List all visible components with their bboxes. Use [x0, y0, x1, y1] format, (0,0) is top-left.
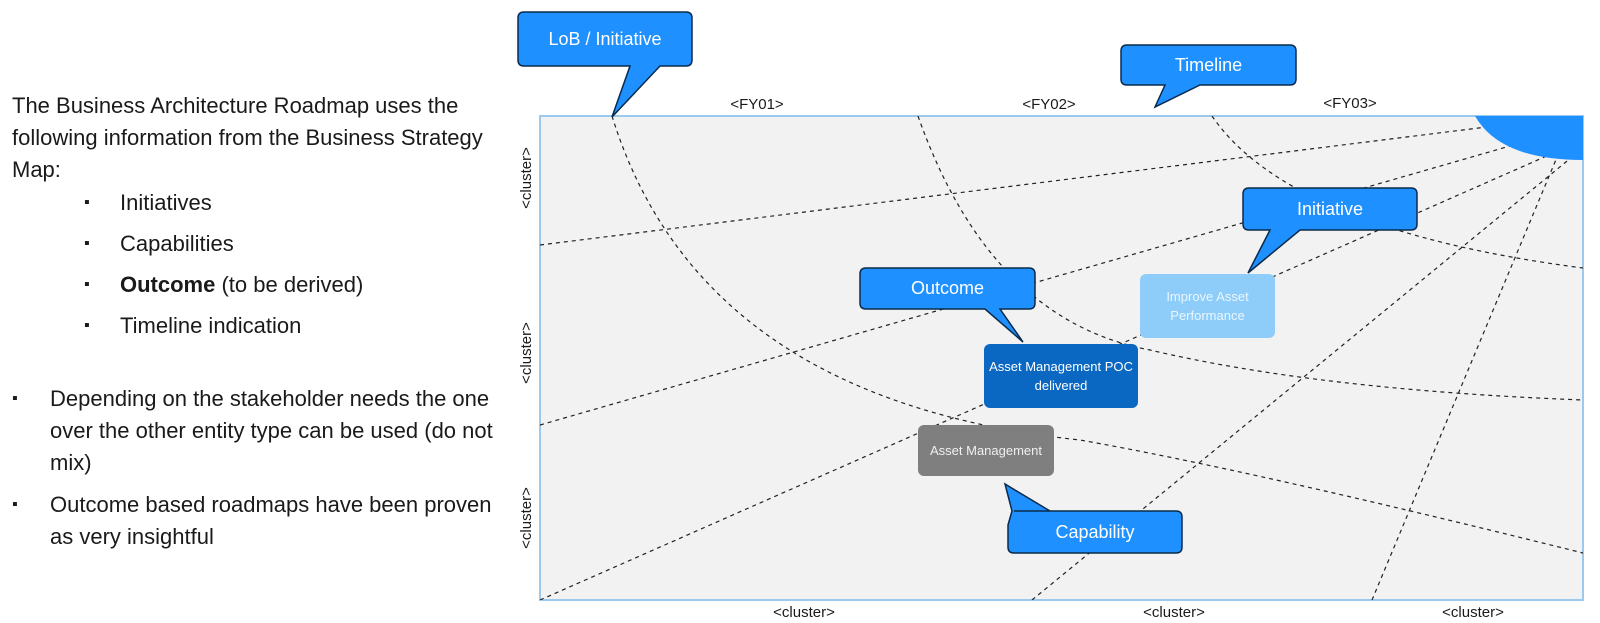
outcome-box[interactable]: Asset Management POC delivered — [984, 344, 1138, 408]
list-item-timeline: ▪ Timeline indication — [12, 313, 512, 339]
capability-callout-shape — [1003, 482, 1183, 554]
cluster-label-left: <cluster> — [518, 322, 535, 384]
initiative-callout-shape — [1242, 187, 1418, 274]
description-panel: The Business Architecture Roadmap uses t… — [12, 90, 512, 563]
bullet-icon: ▪ — [12, 496, 18, 513]
cluster-label-left: <cluster> — [518, 487, 535, 549]
fy-label: <FY02> — [1022, 96, 1076, 113]
timeline-arc-fy01 — [611, 116, 1583, 554]
cluster-ray-2 — [540, 124, 1583, 426]
timeline-callout: Timeline — [1174, 54, 1243, 75]
capability-callout: Capability — [1055, 521, 1135, 542]
fy-label: <FY03> — [1323, 95, 1377, 112]
note-item-outcome-roadmaps: ▪ Outcome based roadmaps have been proven… — [12, 489, 512, 553]
cluster-ray-5 — [1371, 149, 1561, 600]
bullet-icon: ▪ — [84, 317, 90, 334]
list-item-initiatives: ▪ Initiatives — [12, 190, 512, 216]
note-item-stakeholder: ▪ Depending on the stakeholder needs the … — [12, 383, 512, 479]
cluster-ray-1 — [540, 116, 1580, 246]
bullet-icon: ▪ — [12, 390, 18, 407]
initiative-callout: Initiative — [1296, 198, 1364, 219]
info-list: ▪ Initiatives ▪ Capabilities ▪ Outcome (to … — [12, 190, 512, 339]
list-item-text: Initiatives — [120, 190, 212, 215]
outcome-callout-shape — [859, 267, 1036, 343]
bullet-icon: ▪ — [84, 235, 90, 252]
list-item-outcome: ▪ Outcome (to be derived) — [12, 272, 512, 298]
list-item-text: (to be derived) — [215, 272, 364, 297]
notes-list: ▪ Depending on the stakeholder needs the … — [12, 383, 512, 553]
list-item-text: Timeline indication — [120, 313, 302, 338]
note-item-text: Depending on the stakeholder needs the o… — [50, 386, 493, 475]
capability-box[interactable]: Asset Management — [918, 425, 1054, 476]
cluster-label-left: <cluster> — [518, 147, 535, 209]
cluster-label-bottom: <cluster> — [1143, 604, 1205, 621]
note-item-text: Outcome based roadmaps have been proven … — [50, 492, 492, 549]
bullet-icon: ▪ — [84, 276, 90, 293]
list-item-capabilities: ▪ Capabilities — [12, 231, 512, 257]
bullet-icon: ▪ — [84, 194, 90, 211]
list-item-text: Capabilities — [120, 231, 234, 256]
origin-marker — [1475, 116, 1583, 160]
timeline-arc-fy02 — [917, 116, 1583, 401]
lob-callout-shape — [517, 11, 693, 118]
cluster-ray-4 — [1031, 147, 1583, 600]
intro-text: The Business Architecture Roadmap uses t… — [12, 93, 483, 182]
list-item-bold-text: Outcome — [120, 272, 216, 297]
timeline-callout-shape — [1120, 44, 1297, 109]
outcome-callout: Outcome — [910, 278, 985, 298]
cluster-label-bottom: <cluster> — [1442, 604, 1504, 621]
cluster-label-bottom: <cluster> — [773, 604, 835, 621]
lob-initiative-callout: LoB / Initiative — [548, 28, 662, 49]
fy-label: <FY01> — [730, 96, 784, 113]
initiative-box[interactable]: Improve Asset Performance — [1140, 274, 1275, 338]
